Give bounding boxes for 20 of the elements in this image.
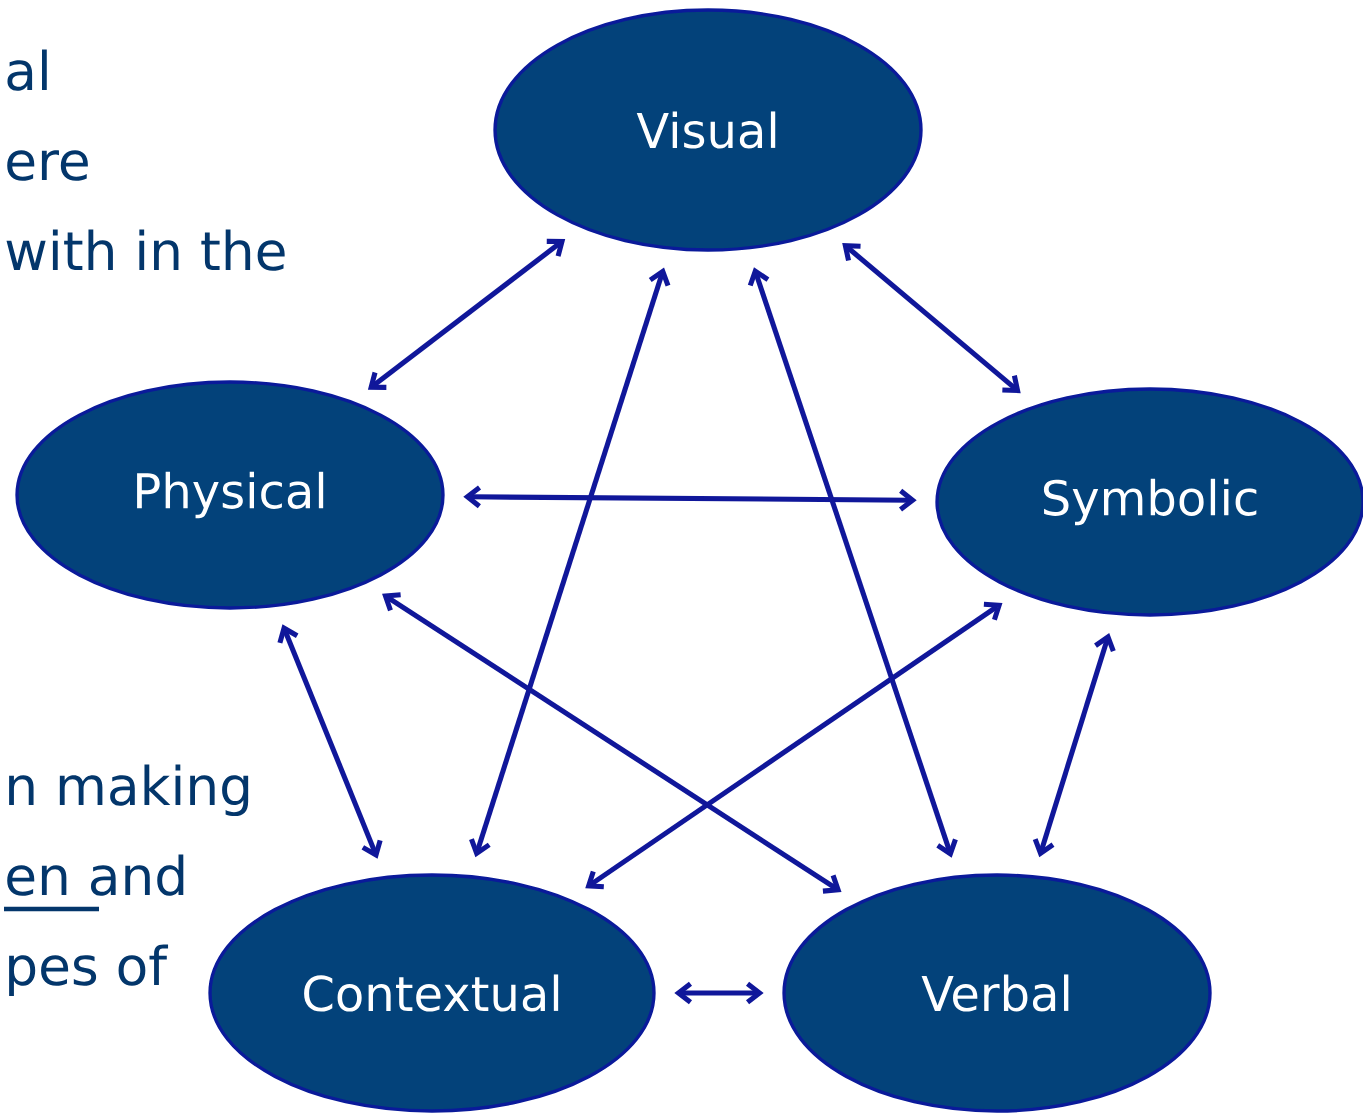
- double-arrow: [463, 485, 917, 512]
- ellipse-node: Contextual: [208, 873, 656, 1113]
- body-text: al: [7, 49, 47, 91]
- double-arrow: [277, 624, 383, 859]
- double-arrow: [1032, 632, 1116, 858]
- double-arrow: [585, 601, 1003, 890]
- body-text: en and: [7, 854, 184, 896]
- double-arrow: [747, 267, 958, 858]
- ellipse-node: Physical: [15, 380, 445, 610]
- double-arrow: [382, 592, 842, 894]
- body-text: n making: [9, 764, 249, 817]
- ellipse-node: Visual: [493, 8, 923, 252]
- double-arrow: [367, 238, 566, 390]
- double-arrow: [842, 242, 1021, 394]
- double-arrow: [674, 981, 764, 1005]
- body-text: ere: [7, 150, 88, 181]
- ellipse-node: Symbolic: [935, 387, 1363, 617]
- double-arrow: [469, 267, 671, 858]
- body-text: with in the: [6, 229, 285, 271]
- ellipse-node: Verbal: [782, 873, 1212, 1113]
